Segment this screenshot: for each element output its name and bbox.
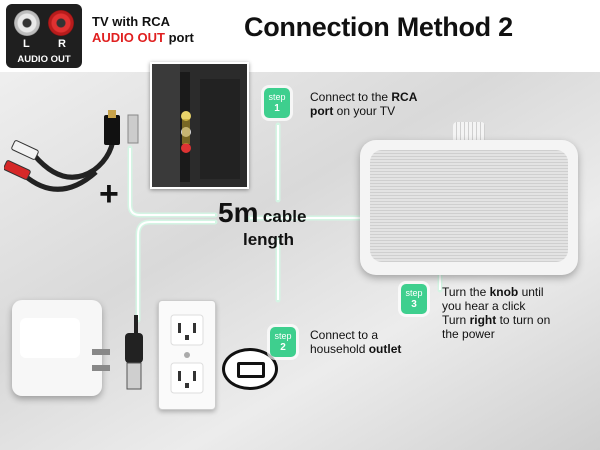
- adapter-face: [20, 318, 80, 358]
- step-2-text: Connect to a household outlet: [310, 328, 401, 356]
- audio-out-label: AUDIO OUT: [17, 54, 71, 65]
- step-3-text-c: until: [518, 285, 544, 299]
- step-2-text-c: outlet: [368, 342, 402, 356]
- usb-port-bubble-icon: [222, 348, 278, 390]
- step-1-text-c: port: [310, 104, 334, 118]
- tv-requirement-text: TV with RCA AUDIO OUT port: [92, 14, 194, 46]
- rca-jack-red-icon: [48, 10, 74, 36]
- cable-length-word: length: [243, 230, 294, 249]
- step-3-text-h: the power: [442, 327, 495, 341]
- step-3-text: Turn the knob until you hear a click Tur…: [442, 285, 550, 341]
- step-3-word: step: [405, 288, 423, 298]
- page-title: Connection Method 2: [244, 12, 513, 42]
- step-1-text: Connect to the RCA port on your TV: [310, 90, 417, 118]
- step-3-text-a: Turn the: [442, 285, 490, 299]
- step-2-text-a: Connect to a: [310, 328, 379, 342]
- step-3-text-e: Turn: [442, 313, 470, 327]
- usb-plug-icon: [125, 315, 143, 390]
- tv-line2-rest: port: [164, 30, 194, 45]
- step-1-badge: step 1: [264, 88, 290, 118]
- step-1-text-d: on your TV: [333, 104, 396, 118]
- step-1-word: step: [268, 92, 286, 102]
- jack-left-label: L: [23, 38, 30, 50]
- step-3-text-d: you hear a click: [442, 299, 526, 313]
- speaker-icon: [360, 140, 578, 275]
- tv-port-icon: [152, 64, 247, 187]
- rca-jack-white-icon: [14, 10, 40, 36]
- step-3-text-b: knob: [489, 285, 519, 299]
- speaker-grill: [370, 150, 568, 262]
- cable-length-small: cable: [262, 207, 307, 226]
- rca-to-aux-cable-icon: +: [4, 110, 139, 213]
- wall-outlet-icon: [158, 300, 216, 410]
- outlet-sockets: [170, 314, 204, 394]
- step-2-number: 2: [280, 342, 286, 353]
- step-3-number: 3: [411, 299, 417, 310]
- adapter-prongs-icon: [92, 349, 110, 371]
- step-2-word: step: [274, 331, 292, 341]
- step-3-badge: step 3: [401, 284, 427, 314]
- usb-port-shape: [237, 362, 265, 378]
- step-2-badge: step 2: [270, 327, 296, 357]
- cable-length-big: 5m: [218, 197, 259, 228]
- step-1-text-a: Connect to the: [310, 90, 392, 104]
- power-adapter-icon: [12, 300, 102, 396]
- step-1-number: 1: [274, 103, 280, 114]
- rca-audio-out-badge: L R AUDIO OUT: [6, 4, 82, 68]
- tv-line2-red: AUDIO OUT: [92, 30, 165, 45]
- tv-back-photo: [150, 62, 249, 189]
- cable-length-label: 5m cable: [218, 197, 306, 229]
- step-3-text-f: right: [469, 313, 497, 327]
- tv-line1: TV with RCA: [92, 14, 170, 29]
- step-3-text-g: to turn on: [496, 313, 551, 327]
- step-2-text-b: household: [310, 342, 369, 356]
- svg-text:+: +: [99, 175, 119, 213]
- jack-right-label: R: [58, 38, 66, 50]
- header-band: [0, 0, 600, 72]
- step-1-text-b: RCA: [391, 90, 418, 104]
